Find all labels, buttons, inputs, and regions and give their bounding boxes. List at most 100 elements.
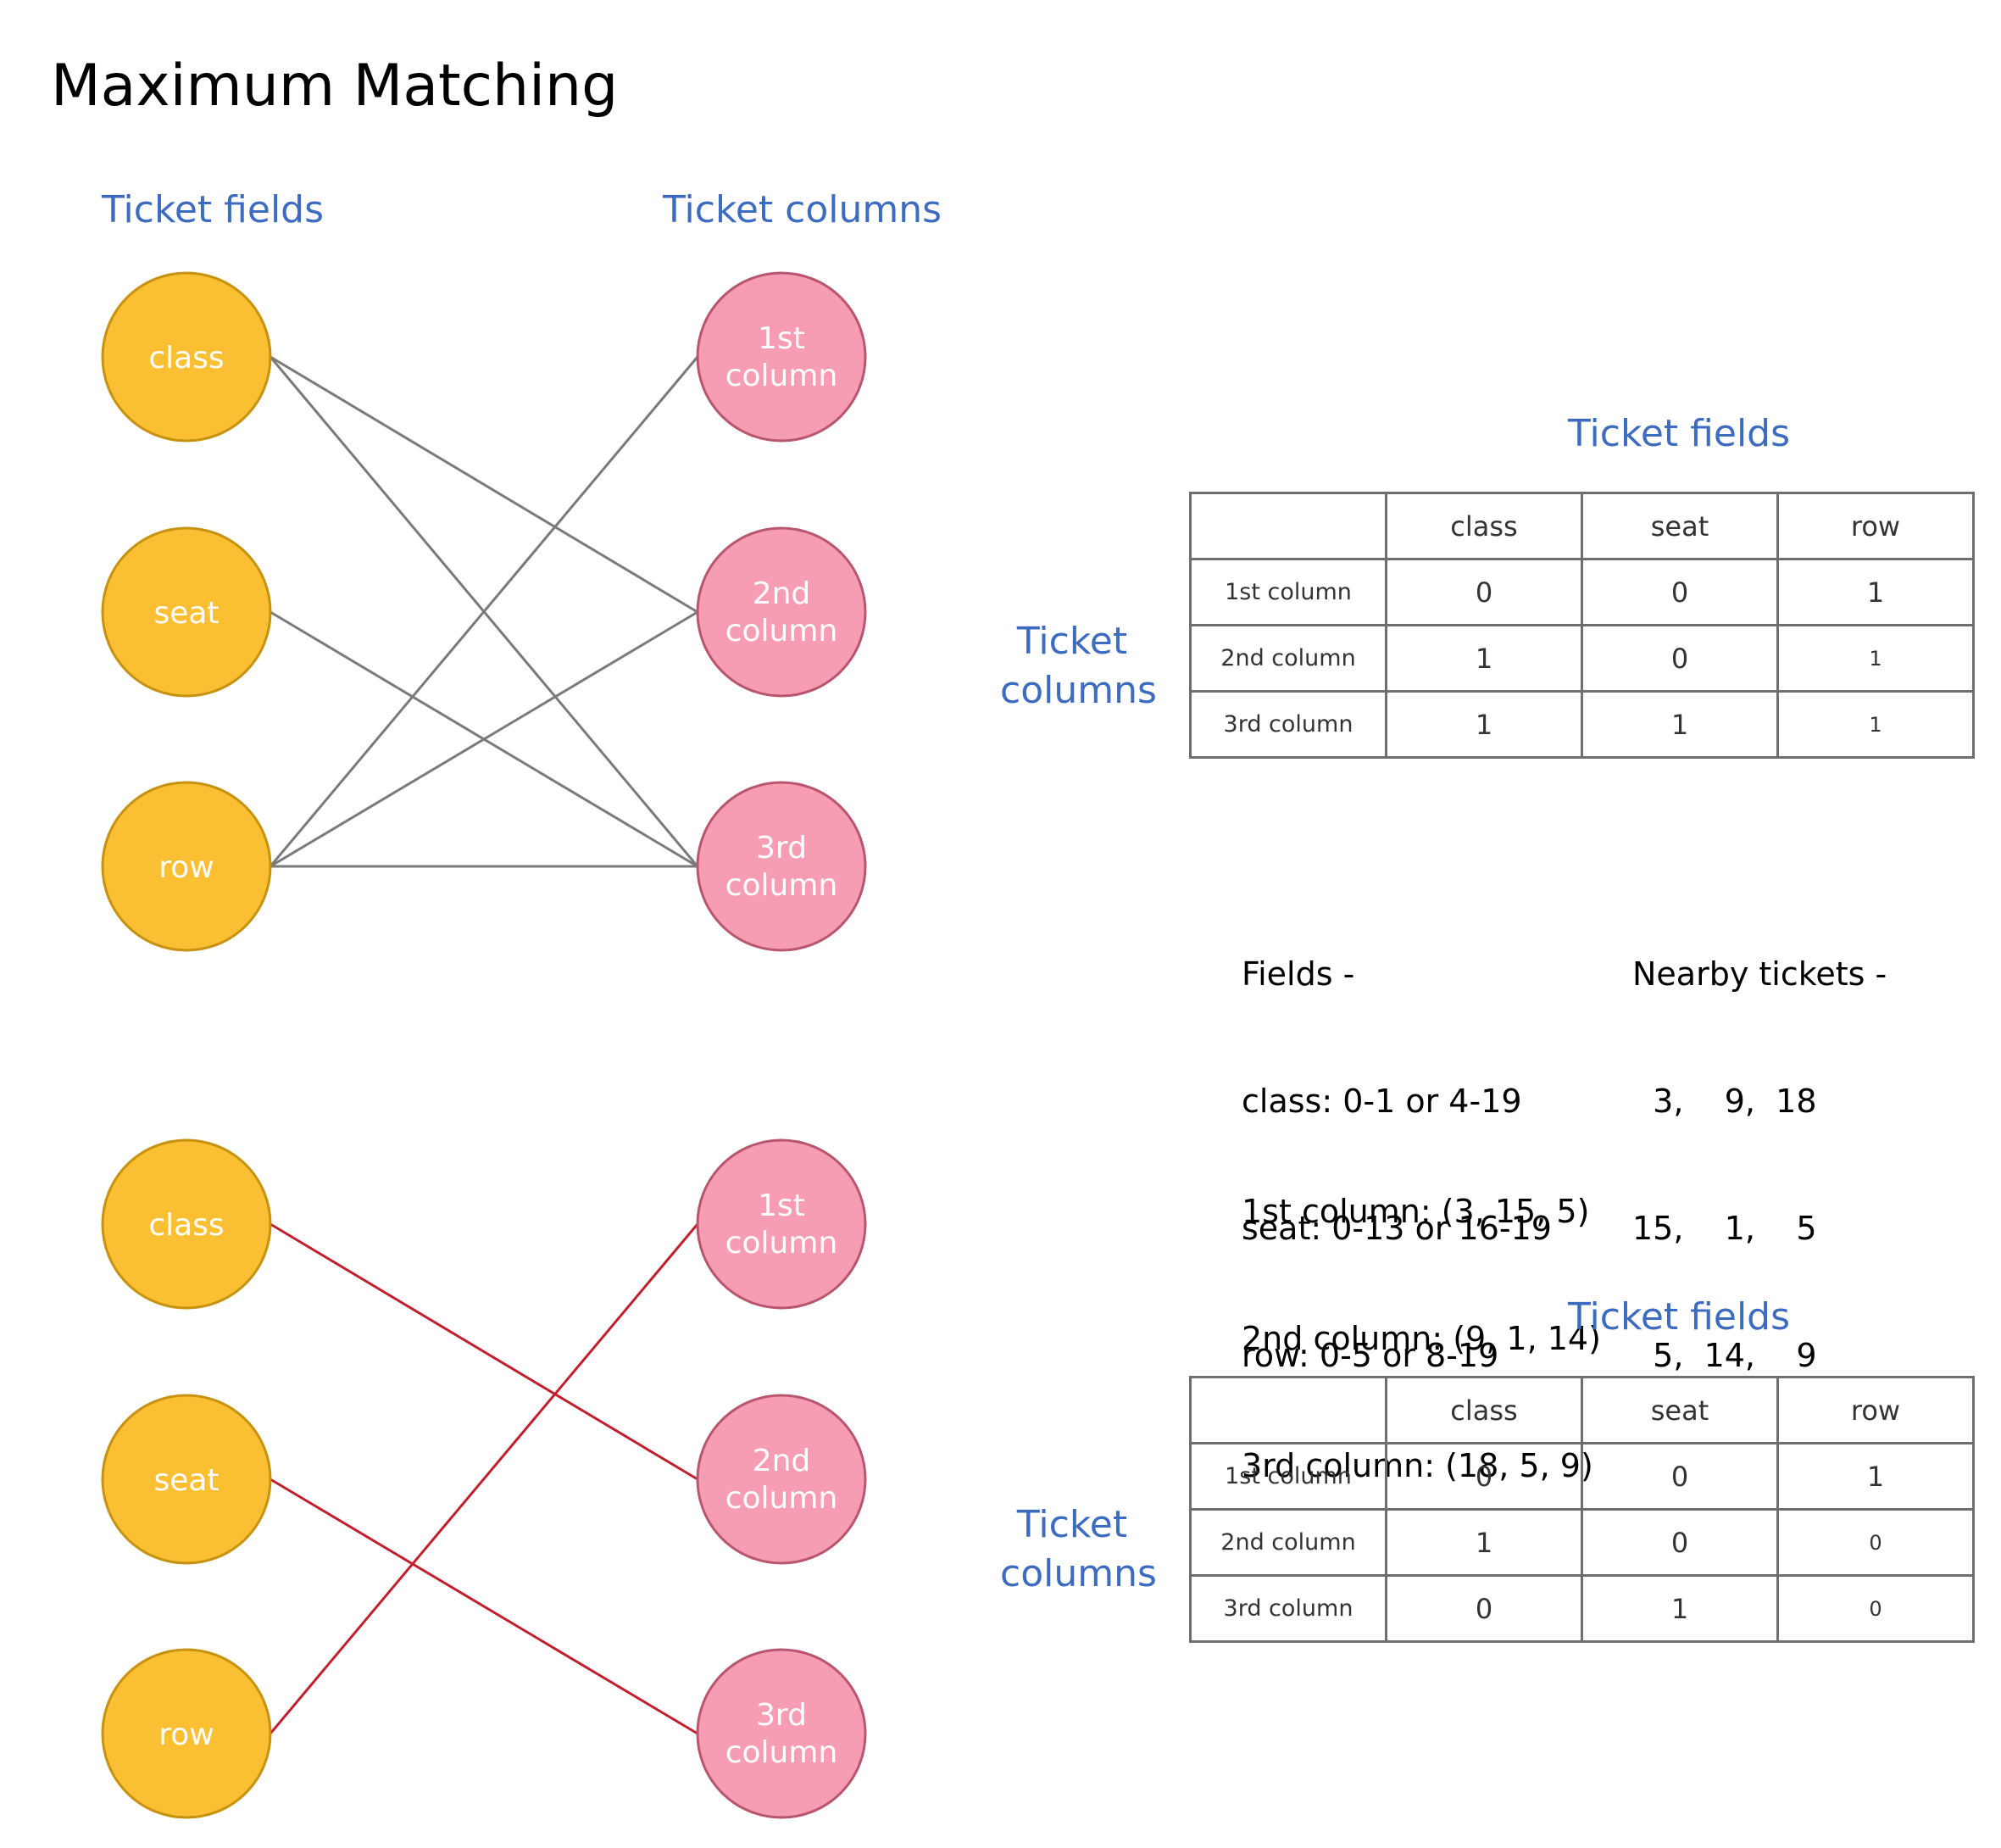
- matching-field-label-seat: seat: [153, 1463, 219, 1498]
- top-column-label-3rd-column-line2: column: [725, 868, 838, 903]
- nearby-ticket-line: 5, 14, 9: [1632, 1337, 1817, 1374]
- top-field-label-row: row: [158, 850, 214, 885]
- graph-header-fields: Ticket fields: [102, 188, 325, 231]
- matching-field-node-seat: [101, 1394, 272, 1565]
- field-rules-heading: Fields -: [1242, 955, 1355, 993]
- table2-caption-side-line2: columns: [1000, 1552, 1157, 1595]
- nearby-tickets-heading: Nearby tickets -: [1632, 955, 1887, 993]
- bipartite-graphs: classseatrow1stcolumn2ndcolumn3rdcolumn …: [101, 271, 867, 1819]
- top-edge-class-to-2nd-column: [270, 355, 698, 614]
- top-field-node-seat: [101, 526, 272, 698]
- table2-cell: 0: [1581, 1442, 1779, 1511]
- matching-field-label-class: class: [148, 1208, 224, 1243]
- table1-cell: 1: [1581, 690, 1779, 759]
- table2-cell: 1: [1776, 1442, 1975, 1511]
- bottom-graph-edges: [269, 1222, 699, 1735]
- top-column-node-2nd-column: [696, 526, 867, 698]
- matching-column-node-3rd-column: [696, 1648, 867, 1819]
- top-column-node-3rd-column: [696, 781, 867, 952]
- table2-cell: 0: [1581, 1508, 1779, 1577]
- table1-cell: 1: [1385, 690, 1583, 759]
- table1-caption-top: Ticket fields: [1568, 412, 1791, 455]
- table2-caption-side: Ticket columns: [1000, 1500, 1157, 1599]
- top-column-node-1st-column: [696, 271, 867, 443]
- table2-row-label: 2nd column: [1189, 1508, 1387, 1577]
- matching-field-label-row: row: [158, 1717, 214, 1752]
- table1-cell: 0: [1581, 624, 1779, 693]
- nearby-ticket-line: 15, 1, 5: [1632, 1210, 1817, 1247]
- top-field-node-class: [101, 271, 272, 443]
- table1-header-class: class: [1385, 492, 1583, 560]
- table1-caption-side-line1: Ticket: [1016, 620, 1128, 663]
- graph-header-columns: Ticket columns: [663, 188, 942, 231]
- table2-cell: 1: [1385, 1508, 1583, 1577]
- top-column-label-2nd-column-line2: column: [725, 614, 838, 648]
- page-title: Maximum Matching: [51, 53, 619, 120]
- table2-cell: 0: [1776, 1508, 1975, 1577]
- matching-column-label-3rd-column-line2: column: [725, 1735, 838, 1770]
- matching-column-node-2nd-column: [696, 1394, 867, 1565]
- top-column-label-3rd-column-line1: 3rd: [756, 831, 807, 866]
- table1-row-label: 1st column: [1189, 558, 1387, 626]
- matching-edge-seat-to-3rd-column: [270, 1478, 698, 1735]
- table2-header-seat: seat: [1581, 1376, 1779, 1444]
- matching-column-label-1st-column-line2: column: [725, 1226, 838, 1261]
- matching-column-label-2nd-column-line1: 2nd: [753, 1444, 811, 1478]
- table1-cell: 1: [1385, 624, 1583, 693]
- field-rule-line: class: 0-1 or 4-19: [1242, 1083, 1522, 1120]
- field-rules: Fields - class: 0-1 or 4-19 seat: 0-13 o…: [1242, 868, 1552, 1419]
- table1-header-row: row: [1776, 492, 1975, 560]
- table2-cell: 0: [1385, 1442, 1583, 1511]
- table2-row-label: 1st column: [1189, 1442, 1387, 1511]
- top-graph-edges: [269, 355, 699, 868]
- matching-column-label-2nd-column-line2: column: [725, 1481, 838, 1516]
- matching-column-label-1st-column-line1: 1st: [758, 1188, 805, 1223]
- top-field-label-seat: seat: [153, 596, 219, 631]
- table1-cell: 0: [1581, 558, 1779, 626]
- top-field-node-row: [101, 781, 272, 952]
- nearby-tickets: Nearby tickets - 3, 9, 18 15, 1, 5 5, 14…: [1632, 868, 1887, 1419]
- table1-cell: 1: [1776, 624, 1975, 693]
- top-edge-row-to-2nd-column: [270, 610, 698, 868]
- matching-edge-row-to-1st-column: [269, 1223, 699, 1734]
- matching-field-node-class: [101, 1138, 272, 1310]
- top-column-label-1st-column-line2: column: [725, 359, 838, 393]
- table1-corner-cell: [1189, 492, 1387, 560]
- field-rule-line: row: 0-5 or 8-19: [1242, 1337, 1499, 1374]
- table1-row-label: 3rd column: [1189, 690, 1387, 759]
- table1-header-seat: seat: [1581, 492, 1779, 560]
- top-edge-row-to-1st-column: [269, 356, 699, 867]
- table2-caption-top: Ticket fields: [1568, 1295, 1791, 1339]
- table1-cell: 0: [1385, 558, 1583, 626]
- matching-column-node-1st-column: [696, 1138, 867, 1310]
- table1-cell: 1: [1776, 558, 1975, 626]
- table2-cell: 1: [1581, 1574, 1779, 1643]
- matching-field-node-row: [101, 1648, 272, 1819]
- table1-cell: 1: [1776, 690, 1975, 759]
- matching-edge-class-to-2nd-column: [270, 1222, 698, 1481]
- table2-cell: 0: [1385, 1574, 1583, 1643]
- matching-column-label-3rd-column-line1: 3rd: [756, 1698, 807, 1733]
- top-column-label-1st-column-line1: 1st: [758, 321, 805, 356]
- table1-caption-side: Ticket columns: [1000, 617, 1157, 715]
- table2-row-label: 3rd column: [1189, 1574, 1387, 1643]
- table1-row-label: 2nd column: [1189, 624, 1387, 693]
- table1-caption-side-line2: columns: [1000, 669, 1157, 712]
- table2-corner-cell: [1189, 1376, 1387, 1444]
- table2-header-row: row: [1776, 1376, 1975, 1444]
- column-values-line: 1st column: (3, 15, 5): [1242, 1193, 1590, 1230]
- table2-header-class: class: [1385, 1376, 1583, 1444]
- top-field-label-class: class: [148, 341, 224, 376]
- table2-cell: 0: [1776, 1574, 1975, 1643]
